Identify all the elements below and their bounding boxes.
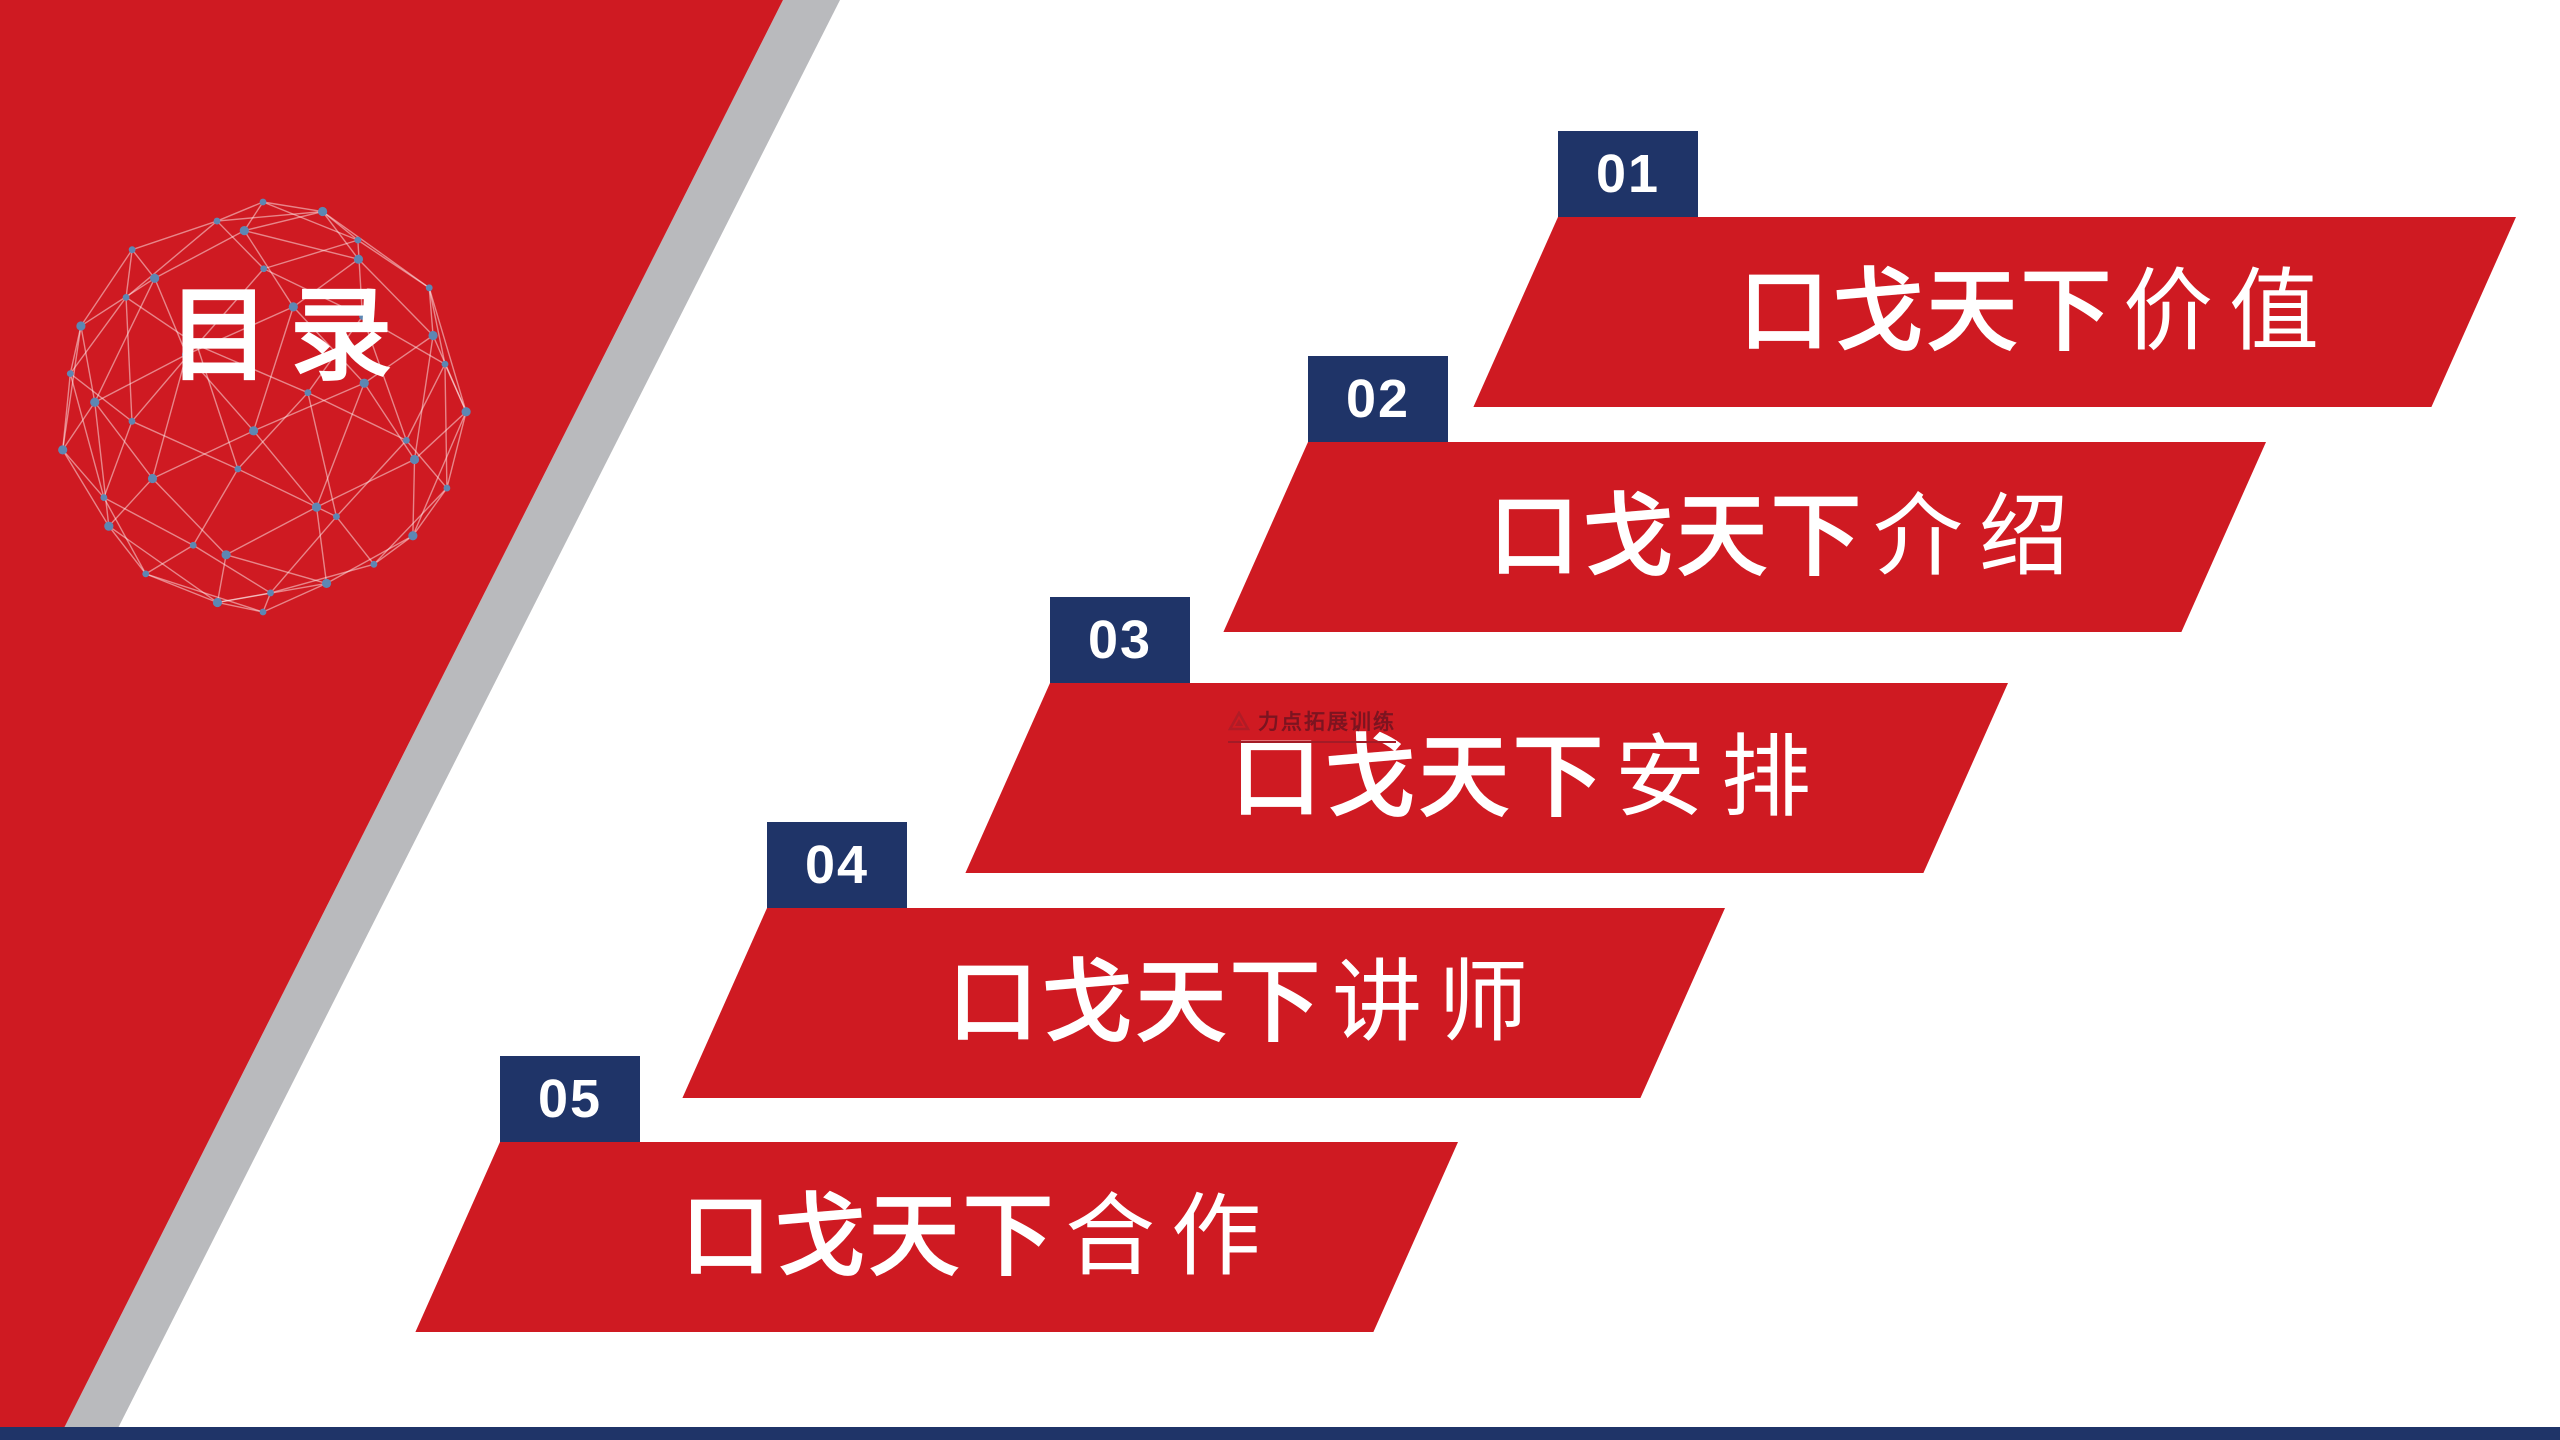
- toc-item-title: 口戈天下讲师: [948, 950, 1544, 1055]
- toc-item-number-badge: 01: [1558, 131, 1698, 217]
- toc-item-number-badge: 03: [1050, 597, 1190, 683]
- toc-item-title-suffix: 合作: [1065, 1184, 1277, 1289]
- toc-item-title-bold: 口戈天下: [1739, 262, 2115, 362]
- toc-item-number-badge: 02: [1308, 356, 1448, 442]
- toc-item-title-bold: 口戈天下: [681, 1187, 1057, 1287]
- page-title: 目录: [168, 276, 412, 396]
- toc-item-title-bold: 口戈天下: [1489, 487, 1865, 587]
- toc-item-band[interactable]: 口戈天下安排: [965, 683, 2009, 873]
- toc-item-title: 口戈天下介绍: [1489, 484, 2085, 589]
- toc-item-title: 口戈天下安排: [1231, 725, 1827, 830]
- toc-item-title: 口戈天下合作: [681, 1184, 1277, 1289]
- triangle-logo-icon: [1228, 711, 1250, 731]
- toc-item-title: 口戈天下价值: [1739, 259, 2335, 364]
- toc-item-title-bold: 口戈天下: [948, 953, 1324, 1053]
- wireframe-sphere-graphic: [58, 198, 471, 616]
- toc-item-number-badge: 05: [500, 1056, 640, 1142]
- toc-item-title-suffix: 价值: [2123, 259, 2335, 364]
- toc-item-band[interactable]: 口戈天下价值: [1473, 217, 2516, 407]
- toc-item-band[interactable]: 口戈天下介绍: [1223, 442, 2266, 632]
- bottom-accent-bar: [0, 1427, 2560, 1440]
- watermark-text: 力点拓展训练: [1258, 711, 1396, 734]
- toc-item-title-suffix: 介绍: [1873, 484, 2085, 589]
- toc-item-number-badge: 04: [767, 822, 907, 908]
- toc-item-title-suffix: 讲师: [1332, 950, 1544, 1055]
- toc-item-band[interactable]: 口戈天下合作: [415, 1142, 1459, 1332]
- toc-item-band[interactable]: 口戈天下讲师: [682, 908, 1726, 1098]
- toc-item-title-bold: 口戈天下: [1231, 728, 1607, 828]
- toc-item-title-suffix: 安排: [1615, 725, 1827, 830]
- logo-watermark: 力点拓展训练: [1228, 706, 1396, 743]
